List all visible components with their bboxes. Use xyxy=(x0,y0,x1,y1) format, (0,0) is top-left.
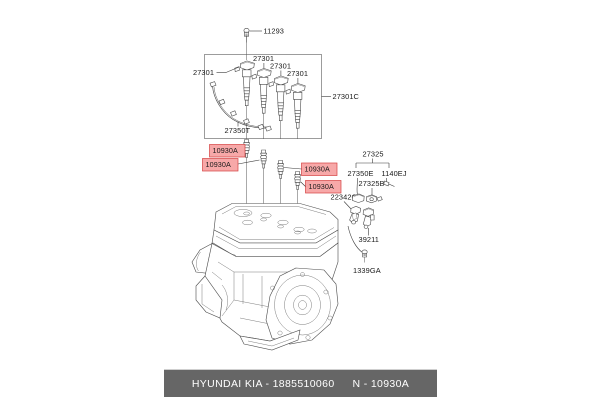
callout-10930A-1: 10930A xyxy=(213,146,238,155)
callout-27350T: 27350T xyxy=(225,126,251,135)
footer-bar: HYUNDAI KIA - 1885510060 N - 10930A xyxy=(164,369,437,397)
leader-22342C xyxy=(343,201,353,211)
callout-27301-top: 27301 xyxy=(253,54,274,63)
callout-10930A-4: 10930A xyxy=(309,182,334,191)
part-bolt-1140EJ xyxy=(383,180,395,187)
highlight-box-2: 10930A xyxy=(202,158,260,172)
wiring-harness-27350T xyxy=(209,81,272,132)
ignition-coil-2 xyxy=(251,68,272,139)
callout-27325B: 27325B xyxy=(359,179,385,188)
callout-27301-right: 27301 xyxy=(287,69,308,78)
highlight-box-3: 10930A xyxy=(283,162,338,176)
coil-1-leader xyxy=(216,66,240,73)
callout-39211: 39211 xyxy=(359,235,380,244)
part-bolt-11293 xyxy=(243,27,262,43)
callout-1339GA: 1339GA xyxy=(353,266,381,275)
engine-block-illustration xyxy=(191,203,339,351)
sensor-39211 xyxy=(362,207,375,236)
callout-10930A-3: 10930A xyxy=(305,164,330,173)
spark-plug-3 xyxy=(277,160,285,226)
bracket-22342C xyxy=(349,205,361,225)
callout-11293: 11293 xyxy=(264,27,285,36)
ignition-coil-3 xyxy=(268,75,289,139)
callout-1140EJ: 1140EJ xyxy=(382,169,407,178)
callout-10930A-2: 10930A xyxy=(206,160,231,169)
callout-27301-mid: 27301 xyxy=(270,62,291,71)
footer-maker-label: HYUNDAI KIA - 1885510060 xyxy=(191,377,335,390)
bracket-27325-leader xyxy=(355,158,390,168)
callout-27301C: 27301C xyxy=(333,92,360,101)
callout-27350E: 27350E xyxy=(348,169,374,178)
ignition-coil-4 xyxy=(285,83,306,139)
part-bolt-1339GA xyxy=(347,225,368,263)
callout-27301-left: 27301 xyxy=(193,68,214,77)
callout-22342C: 22342C xyxy=(331,193,358,202)
footer-part-label: N - 10930A xyxy=(352,377,410,390)
bracket-cluster-27325B xyxy=(352,193,383,204)
highlight-box-4: 10930A xyxy=(300,180,342,194)
highlight-box-1: 10930A xyxy=(209,144,246,158)
callout-27325: 27325 xyxy=(363,150,384,159)
